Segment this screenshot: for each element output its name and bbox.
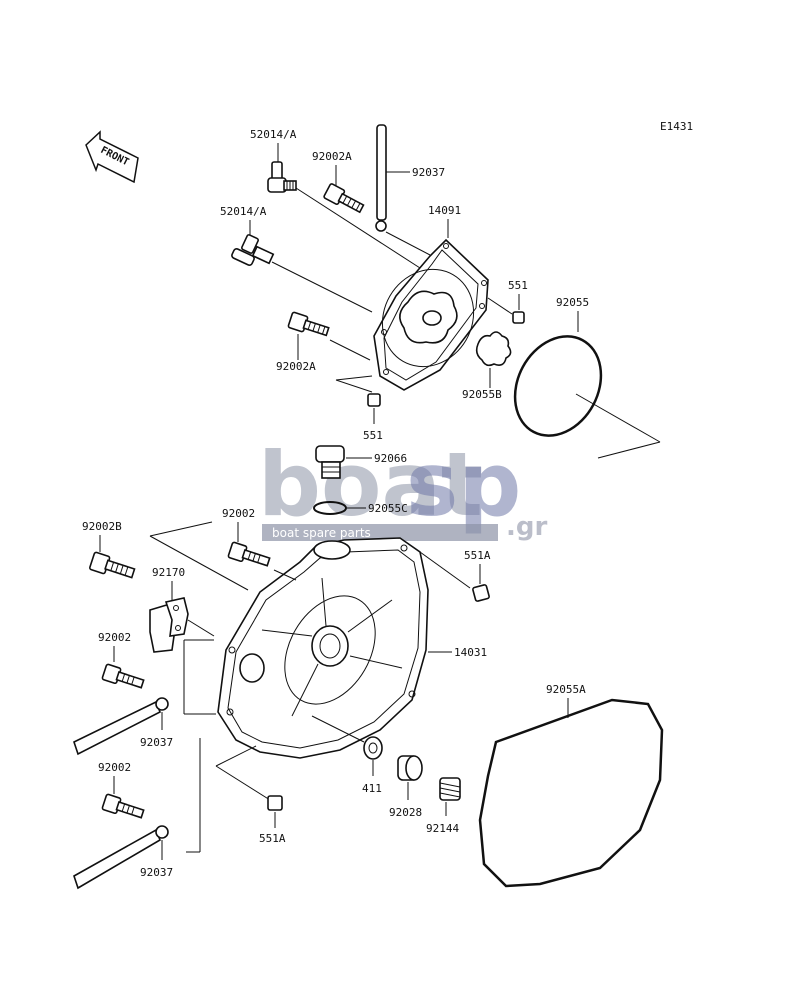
plug-92066 [315, 445, 345, 479]
spring-92144 [439, 777, 461, 801]
label-92002a-mid: 92002A [276, 360, 316, 373]
pin-551-top [512, 311, 525, 324]
front-arrow-icon: FRONT [85, 130, 139, 184]
label-92170: 92170 [152, 566, 185, 579]
oring-92055 [513, 335, 603, 437]
bolt-92002-upper [227, 541, 271, 567]
label-551a-low: 551A [259, 832, 286, 845]
watermark-suffix: .gr [506, 512, 547, 542]
cover-14031 [217, 537, 429, 759]
label-92002b: 92002B [82, 520, 122, 533]
bolt-92002b [89, 551, 136, 579]
label-551-mid: 551 [363, 429, 383, 442]
watermark-brand-left: boat [258, 433, 483, 536]
label-92002-left: 92002 [98, 631, 131, 644]
label-52014a-top: 52014/A [250, 128, 297, 141]
oring-92055b [475, 331, 512, 367]
label-92066: 92066 [374, 452, 407, 465]
reference-code: E1431 [660, 120, 693, 133]
label-14031: 14031 [454, 646, 487, 659]
pin-551a-low [267, 795, 283, 811]
strap-92037-top [375, 124, 387, 232]
pin-551-mid [367, 393, 381, 407]
label-551-top: 551 [508, 279, 528, 292]
fitting-52014a-top [267, 161, 297, 193]
bolt-92002-left [101, 663, 145, 689]
label-92028: 92028 [389, 806, 422, 819]
bushing-92028 [397, 755, 423, 781]
watermark-logo: boat sp .gr boat spare parts [258, 433, 547, 542]
label-92037-low: 92037 [140, 866, 173, 879]
bolt-92002a-top [323, 183, 365, 214]
watermark-tagline: boat spare parts [272, 526, 371, 540]
label-92055c: 92055C [368, 502, 408, 515]
fitting-52014a-mid [231, 234, 275, 266]
label-92037-top: 92037 [412, 166, 445, 179]
bracket-92170 [149, 597, 189, 653]
label-92002a-top: 92002A [312, 150, 352, 163]
label-92055a: 92055A [546, 683, 586, 696]
label-92002-low: 92002 [98, 761, 131, 774]
strap-92037-mid [73, 697, 169, 756]
plate-14091 [373, 238, 489, 391]
label-92002-upper: 92002 [222, 507, 255, 520]
bolt-92002-low [101, 793, 145, 819]
label-14091: 14091 [428, 204, 461, 217]
label-52014a-mid: 52014/A [220, 205, 267, 218]
pin-551a-right [472, 584, 490, 602]
label-551a-right: 551A [464, 549, 491, 562]
watermark-brand-right: sp [406, 433, 521, 536]
label-411: 411 [362, 782, 382, 795]
label-92037-mid: 92037 [140, 736, 173, 749]
label-92055b: 92055B [462, 388, 502, 401]
gasket-92055a [478, 698, 664, 888]
label-92055: 92055 [556, 296, 589, 309]
washer-411 [363, 736, 383, 760]
strap-92037-low [73, 825, 169, 890]
label-92144: 92144 [426, 822, 459, 835]
bolt-92002a-mid [287, 311, 330, 337]
